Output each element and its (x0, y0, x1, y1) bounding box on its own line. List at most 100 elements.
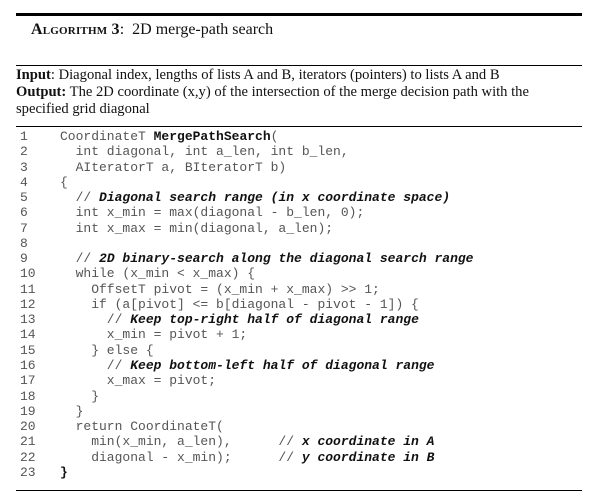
code-plain: min(x_min, a_len), // (60, 434, 302, 450)
algorithm-label: Algorithm 3 (31, 21, 120, 38)
line-number: 22 (20, 449, 36, 465)
code-text: // Keep top-right half of diagonal range (60, 312, 419, 327)
code-line: 12 if (a[pivot] <= b[diagonal - pivot - … (16, 297, 582, 312)
code-plain: diagonal - x_min); // (60, 449, 302, 465)
line-number: 16 (20, 357, 36, 373)
line-number: 7 (20, 220, 28, 236)
input-spec: Input: Diagonal index, lengths of lists … (16, 67, 582, 84)
code-text: int x_min = max(diagonal - b_len, 0); (60, 205, 365, 221)
algorithm-caption: Algorithm 3: 2D merge-path search (31, 21, 273, 39)
line-number: 13 (20, 312, 36, 328)
code-text: OffsetT pivot = (x_min + x_max) >> 1; (60, 282, 380, 297)
code-plain: // (60, 357, 131, 373)
line-number: 15 (20, 342, 36, 358)
code-plain: } else { (60, 342, 154, 358)
code-plain: } (60, 388, 100, 404)
line-number: 11 (20, 281, 36, 297)
code-plain: while (x_min < x_max) { (60, 266, 256, 282)
code-plain: return CoordinateT( (60, 419, 224, 435)
code-plain: } (60, 403, 84, 419)
code-plain: // (60, 190, 100, 206)
code-line: 3 AIteratorT a, BIteratorT b) (16, 160, 582, 175)
code-plain: AIteratorT a, BIteratorT b) (60, 159, 287, 175)
line-number: 5 (20, 190, 28, 206)
caption-colon: : (119, 21, 133, 38)
code-text: { (60, 175, 68, 190)
code-plain: x_min = pivot + 1; (60, 327, 248, 343)
code-text: int x_max = min(diagonal, a_len); (60, 221, 333, 236)
code-comment: Diagonal search range (in x coordinate s… (99, 190, 451, 206)
line-number: 20 (20, 419, 36, 435)
input-label: Input (16, 67, 51, 83)
code-text: x_max = pivot; (60, 373, 216, 388)
code-plain: x_max = pivot; (60, 373, 217, 389)
code-line: 6 int x_min = max(diagonal - b_len, 0); (16, 205, 582, 220)
code-line: 9 // 2D binary-search along the diagonal… (16, 251, 582, 266)
code-bold: } (60, 464, 68, 480)
code-plain: OffsetT pivot = (x_min + x_max) >> 1; (60, 281, 380, 297)
code-comment: Keep top-right half of diagonal range (130, 312, 419, 328)
algorithm-title: 2D merge-path search (132, 21, 274, 38)
code-plain: int x_min = max(diagonal - b_len, 0); (60, 205, 365, 221)
code-line: 11 OffsetT pivot = (x_min + x_max) >> 1; (16, 282, 582, 297)
code-text: while (x_min < x_max) { (60, 266, 255, 281)
bottom-rule (16, 490, 582, 491)
line-number: 4 (20, 174, 28, 190)
line-number: 19 (20, 403, 36, 419)
code-line: 22 diagonal - x_min); // y coordinate in… (16, 450, 582, 465)
line-number: 2 (20, 144, 28, 160)
line-number: 17 (20, 373, 36, 389)
code-line: 16 // Keep bottom-left half of diagonal … (16, 358, 582, 373)
output-text: The 2D coordinate (x,y) of the intersect… (16, 84, 529, 117)
code-plain-after: ( (270, 129, 279, 144)
input-output-block: Input: Diagonal index, lengths of lists … (16, 67, 582, 118)
output-spec: Output: The 2D coordinate (x,y) of the i… (16, 84, 582, 118)
code-plain: { (60, 174, 68, 190)
code-line: 8 (16, 236, 582, 251)
code-line: 10 while (x_min < x_max) { (16, 266, 582, 281)
code-text: } (60, 403, 84, 419)
code-text: // Keep bottom-left half of diagonal ran… (60, 357, 435, 373)
code-text: } else { (60, 342, 154, 358)
line-number: 9 (20, 251, 28, 267)
header-rule (16, 126, 582, 127)
caption-rule (16, 65, 582, 66)
code-bold: MergePathSearch (153, 129, 271, 144)
code-text: diagonal - x_min); // y coordinate in B (60, 450, 434, 465)
code-comment: y coordinate in B (301, 449, 435, 465)
code-plain: if (a[pivot] <= b[diagonal - pivot - 1])… (60, 296, 419, 312)
line-number: 14 (20, 327, 36, 343)
code-plain: // (60, 312, 131, 328)
code-text: if (a[pivot] <= b[diagonal - pivot - 1])… (60, 297, 419, 312)
code-line: 13 // Keep top-right half of diagonal ra… (16, 312, 582, 327)
line-number: 1 (20, 129, 28, 144)
code-comment: 2D binary-search along the diagonal sear… (99, 251, 474, 267)
code-text: } (60, 465, 68, 480)
line-number: 3 (20, 159, 28, 175)
code-line: 18 } (16, 389, 582, 404)
code-text: CoordinateT MergePathSearch( (60, 129, 278, 144)
code-comment: Keep bottom-left half of diagonal range (130, 357, 435, 373)
code-text: // 2D binary-search along the diagonal s… (60, 251, 474, 267)
code-line: 15 } else { (16, 343, 582, 358)
code-text: // Diagonal search range (in x coordinat… (60, 190, 450, 205)
code-text: return CoordinateT( (60, 419, 224, 434)
code-line: 1 CoordinateT MergePathSearch( (16, 129, 582, 144)
line-number: 18 (20, 388, 36, 404)
line-number: 12 (20, 296, 36, 312)
code-plain: int x_max = min(diagonal, a_len); (60, 220, 334, 236)
code-text: AIteratorT a, BIteratorT b) (60, 159, 287, 175)
top-rule (16, 13, 582, 16)
code-line: 21 min(x_min, a_len), // x coordinate in… (16, 434, 582, 449)
code-line: 5 // Diagonal search range (in x coordin… (16, 190, 582, 205)
line-number: 23 (20, 464, 36, 480)
code-listing: 1 CoordinateT MergePathSearch( 2 int diago… (16, 129, 582, 480)
code-line: 7 int x_max = min(diagonal, a_len); (16, 221, 582, 236)
line-number: 6 (20, 205, 28, 221)
code-text: int diagonal, int a_len, int b_len, (60, 144, 349, 159)
line-number: 21 (20, 434, 36, 450)
input-text: : Diagonal index, lengths of lists A and… (50, 67, 500, 83)
code-line: 19 } (16, 404, 582, 419)
code-line: 23} (16, 465, 582, 480)
code-line: 14 x_min = pivot + 1; (16, 327, 582, 342)
